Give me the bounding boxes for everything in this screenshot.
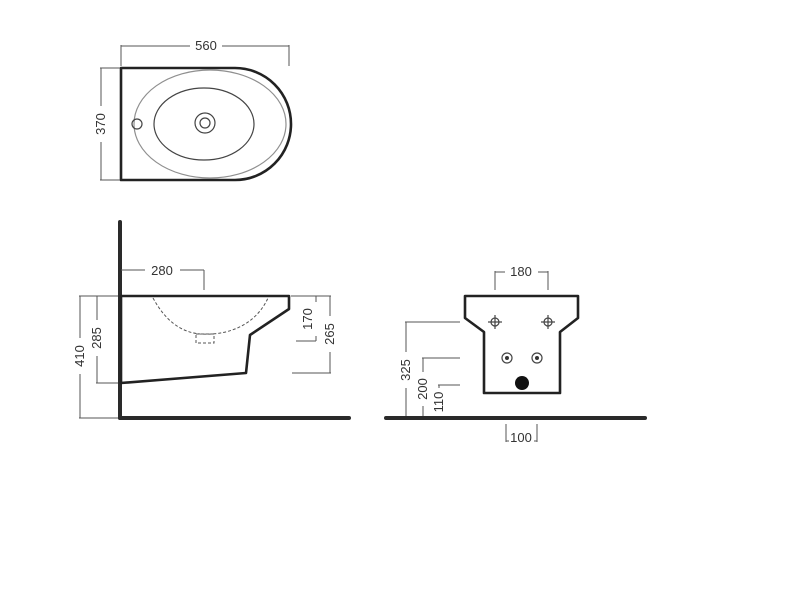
dim-side-170: 170 bbox=[291, 295, 317, 342]
dim-label-370: 370 bbox=[93, 113, 108, 135]
dim-label-265: 265 bbox=[322, 323, 337, 345]
top-view-rim bbox=[133, 69, 287, 179]
bracket-hole-right bbox=[541, 315, 555, 329]
side-view: 280 410 285 170 bbox=[72, 220, 351, 420]
waste-outlet bbox=[515, 376, 529, 390]
dim-front-110: 110 bbox=[431, 384, 460, 413]
dim-top-depth: 370 bbox=[93, 67, 120, 181]
supply-hole-left bbox=[501, 352, 513, 364]
dim-label-170: 170 bbox=[300, 308, 315, 330]
dim-label-325: 325 bbox=[398, 359, 413, 381]
dim-side-285: 285 bbox=[89, 296, 118, 384]
dim-front-180: 180 bbox=[494, 264, 549, 290]
dim-label-100: 100 bbox=[510, 430, 532, 445]
supply-hole-right bbox=[531, 352, 543, 364]
drain-outer bbox=[194, 112, 216, 134]
dim-label-200: 200 bbox=[415, 378, 430, 400]
dim-label-410: 410 bbox=[72, 345, 87, 367]
drain-inner bbox=[199, 117, 211, 129]
side-view-outline bbox=[119, 294, 291, 385]
dim-front-200: 200 bbox=[415, 357, 460, 416]
dim-label-285: 285 bbox=[89, 327, 104, 349]
top-view-bowl bbox=[153, 87, 255, 161]
dim-top-width: 560 bbox=[120, 38, 290, 66]
tap-hole bbox=[131, 118, 143, 130]
front-view: 180 325 200 110 100 bbox=[384, 264, 647, 445]
dim-label-110: 110 bbox=[431, 392, 446, 413]
front-view-outline bbox=[463, 294, 580, 395]
dim-label-560: 560 bbox=[195, 38, 217, 53]
dim-label-280: 280 bbox=[151, 263, 173, 278]
dim-front-100: 100 bbox=[505, 424, 538, 445]
dim-front-325: 325 bbox=[398, 321, 460, 416]
dim-side-280: 280 bbox=[121, 263, 205, 290]
side-drain-hidden bbox=[195, 333, 215, 344]
dim-side-265: 265 bbox=[292, 295, 337, 374]
dim-side-410: 410 bbox=[72, 295, 118, 419]
dim-label-180: 180 bbox=[510, 264, 532, 279]
top-view: 560 370 bbox=[93, 38, 293, 182]
bracket-hole-left bbox=[488, 315, 502, 329]
side-bowl-hidden bbox=[152, 297, 269, 335]
top-view-outline bbox=[119, 66, 293, 182]
